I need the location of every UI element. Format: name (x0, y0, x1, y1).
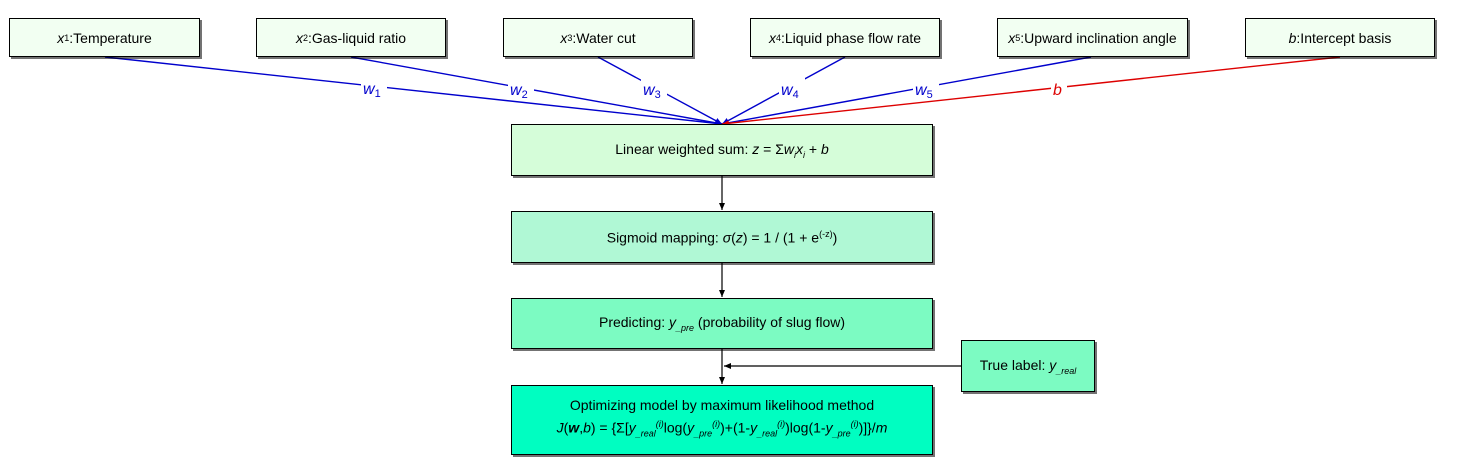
optimize-sup4: (i) (850, 419, 859, 430)
sum-prefix: Linear weighted sum: (615, 140, 753, 157)
optimize-w: w (568, 419, 580, 436)
optimize-p2: )+(1- (720, 419, 751, 436)
weight-label-1: w (363, 81, 376, 98)
optimize-y4: y (825, 419, 833, 436)
svg-text:w1: w1 (363, 81, 381, 100)
optimize-y1: y (628, 419, 636, 436)
true-label-box: True label: y_real (961, 340, 1095, 392)
optimize-m: m (875, 419, 888, 436)
optimize-y3: y (750, 419, 758, 436)
true-label-sub: _real (1056, 365, 1077, 376)
svg-text:w3: w3 (643, 82, 661, 101)
input-label-4: :Liquid phase flow rate (780, 29, 922, 46)
sigmoid-z: z (735, 229, 743, 246)
optimize-p3: )]}/ (858, 419, 876, 436)
weight-sub-4: 4 (793, 89, 799, 101)
true-label-prefix: True label: (979, 356, 1050, 373)
weight-line-2 (350, 56, 723, 126)
optimize-formula: J(w,b) = {Σ[y_real(i)log(y_pre(i))+(1-y_… (556, 419, 888, 439)
weight-sub-2: 2 (522, 89, 528, 101)
input-label-5: :Upward inclination angle (1020, 29, 1177, 46)
sum-xsub: i (802, 149, 805, 160)
optimize-y3sub: _real (757, 428, 778, 439)
sigmoid-prefix: Sigmoid mapping: (606, 229, 723, 246)
sigmoid-mapping-box: Sigmoid mapping: σ(z) = 1 / (1 + e(-z)) (511, 211, 933, 263)
predict-prefix: Predicting: (598, 314, 670, 331)
svg-text:w2: w2 (510, 82, 528, 101)
optimize-log2: )log(1- (785, 419, 826, 436)
weight-label-2: w (510, 82, 523, 99)
optimize-J: J (556, 419, 564, 436)
bias-label: b (1053, 82, 1062, 99)
weight-line-1 (104, 56, 723, 127)
weight-label-3: w (643, 82, 656, 99)
optimizing-box: Optimizing model by maximum likelihood m… (511, 385, 933, 455)
optimize-y2: y (687, 419, 695, 436)
optimize-y4sub: _pre (832, 428, 851, 439)
input-var-2: x (295, 29, 303, 46)
weight-line-5 (721, 56, 1092, 126)
intercept-label: :Intercept basis (1296, 29, 1392, 46)
input-sub-2: 2 (302, 32, 308, 43)
sigmoid-sigma: σ (722, 229, 732, 246)
input-var-3: x (560, 29, 568, 46)
weight-label-5: w (915, 82, 928, 99)
sum-plus: + (804, 140, 821, 157)
sum-wsub: i (793, 149, 796, 160)
svg-text:w4: w4 (781, 82, 799, 101)
sigmoid-exp: (-z) (819, 228, 833, 239)
input-label-1: :Temperature (69, 29, 152, 46)
sum-x: x (795, 140, 803, 157)
predict-y: y (669, 314, 677, 331)
intercept-var: b (1288, 29, 1297, 46)
optimize-line-1: Optimizing model by maximum likelihood m… (569, 397, 875, 414)
input-label-2: :Gas-liquid ratio (307, 29, 407, 46)
input-sub-1: 1 (64, 32, 70, 43)
input-var-4: x (768, 29, 776, 46)
optimize-y2sub: _pre (694, 428, 713, 439)
input-sub-3: 3 (567, 32, 573, 43)
predict-sub: _pre (676, 322, 695, 333)
optimize-p1: = {Σ[ (595, 419, 629, 436)
input-box-intercept-basis: b:Intercept basis (1245, 18, 1435, 57)
weight-label-4: w (781, 82, 794, 99)
true-label-y: y (1049, 356, 1057, 373)
weight-sub-1: 1 (375, 88, 381, 100)
predicting-box: Predicting: y_pre (probability of slug f… (511, 298, 933, 349)
weight-sub-3: 3 (655, 89, 661, 101)
weight-sub-5: 5 (927, 89, 933, 101)
sum-z: z (752, 140, 760, 157)
optimize-b: b (583, 419, 591, 436)
optimize-sup1: (i) (655, 419, 664, 430)
sum-eq: = Σ (759, 140, 784, 157)
optimize-sup2: (i) (712, 419, 721, 430)
sum-w: w (783, 140, 794, 157)
sigmoid-open: ( (731, 229, 736, 246)
optimize-y1sub: _real (635, 428, 656, 439)
input-var-5: x (1008, 29, 1016, 46)
input-var-1: x (57, 29, 65, 46)
bias-line (721, 56, 1341, 127)
optimize-log1: log( (663, 419, 688, 436)
sum-b: b (820, 140, 829, 157)
optimize-sup3: (i) (777, 419, 786, 430)
sigmoid-rest: ) = 1 / (1 + e (742, 229, 820, 246)
sigmoid-close: ) (832, 229, 838, 246)
input-label-3: :Water cut (572, 29, 636, 46)
predict-rest: (probability of slug flow) (694, 314, 845, 331)
input-sub-5: 5 (1015, 32, 1021, 43)
svg-text:w5: w5 (915, 82, 933, 101)
linear-weighted-sum-box: Linear weighted sum: z = Σwixi + b (511, 124, 933, 176)
input-sub-4: 4 (775, 32, 781, 43)
